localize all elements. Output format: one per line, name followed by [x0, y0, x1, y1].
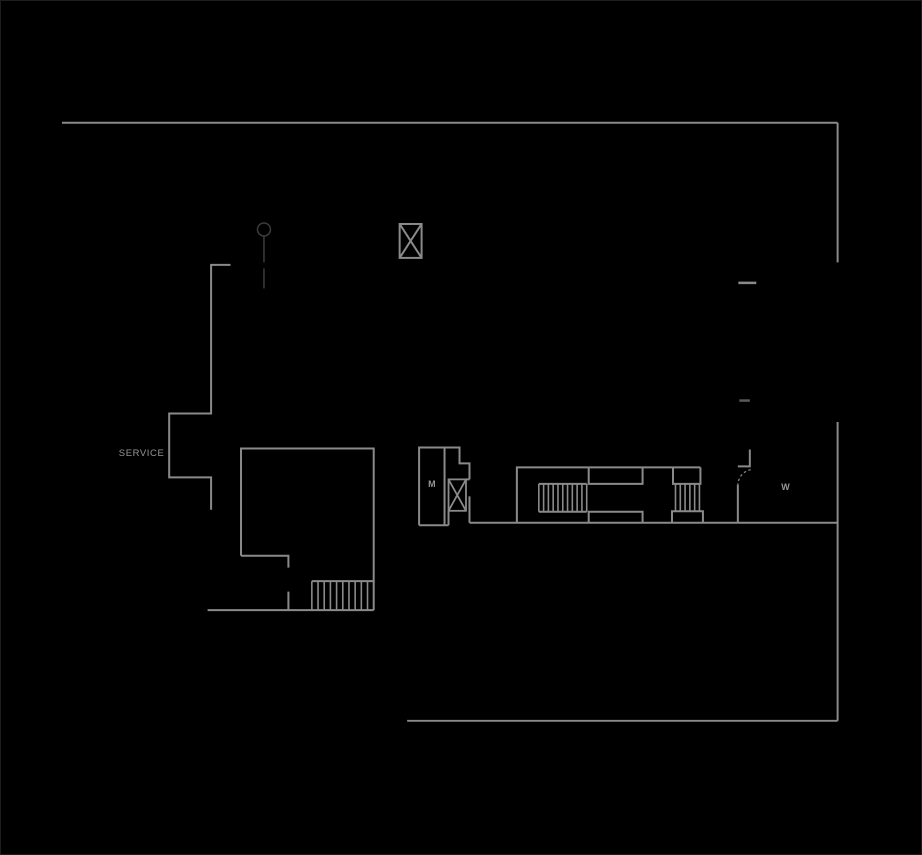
stair-treads [538, 483, 588, 512]
storage-room-walls [207, 447, 375, 612]
elevator-x-cross [398, 223, 423, 259]
stair-run-icon [311, 580, 374, 611]
stairwell-outline [515, 466, 701, 523]
mens-room-outline [418, 446, 471, 526]
room-left-jog-wall [241, 554, 290, 568]
central-stairwell [515, 466, 704, 523]
door-swing-icon [737, 468, 753, 486]
exterior-walls [61, 121, 839, 722]
elevator-x-cross [447, 478, 467, 512]
stair-bottom-box [671, 510, 704, 523]
elevator-shaft-icon [398, 222, 423, 259]
mens-room-label: M [428, 479, 435, 489]
landing-lower-box [587, 510, 644, 523]
service-label: SERVICE [119, 448, 165, 459]
landing-upper-box [587, 467, 644, 485]
stair-run-icon [538, 482, 588, 513]
womens-restroom-entry [736, 449, 751, 523]
column-marker-icon [256, 222, 272, 289]
womens-room-label: W [781, 482, 790, 492]
service-wall-jog [168, 263, 231, 510]
elevator-shaft-icon [447, 478, 467, 512]
stair-treads [674, 483, 701, 512]
door-jamb-wall [737, 449, 751, 468]
stair-treads [311, 581, 369, 611]
stair-run-icon [671, 467, 704, 523]
marker-circle [256, 222, 272, 237]
service-wing-walls [168, 263, 231, 510]
stair-top-box [672, 467, 702, 485]
room-left-top-right-walls [240, 447, 375, 611]
